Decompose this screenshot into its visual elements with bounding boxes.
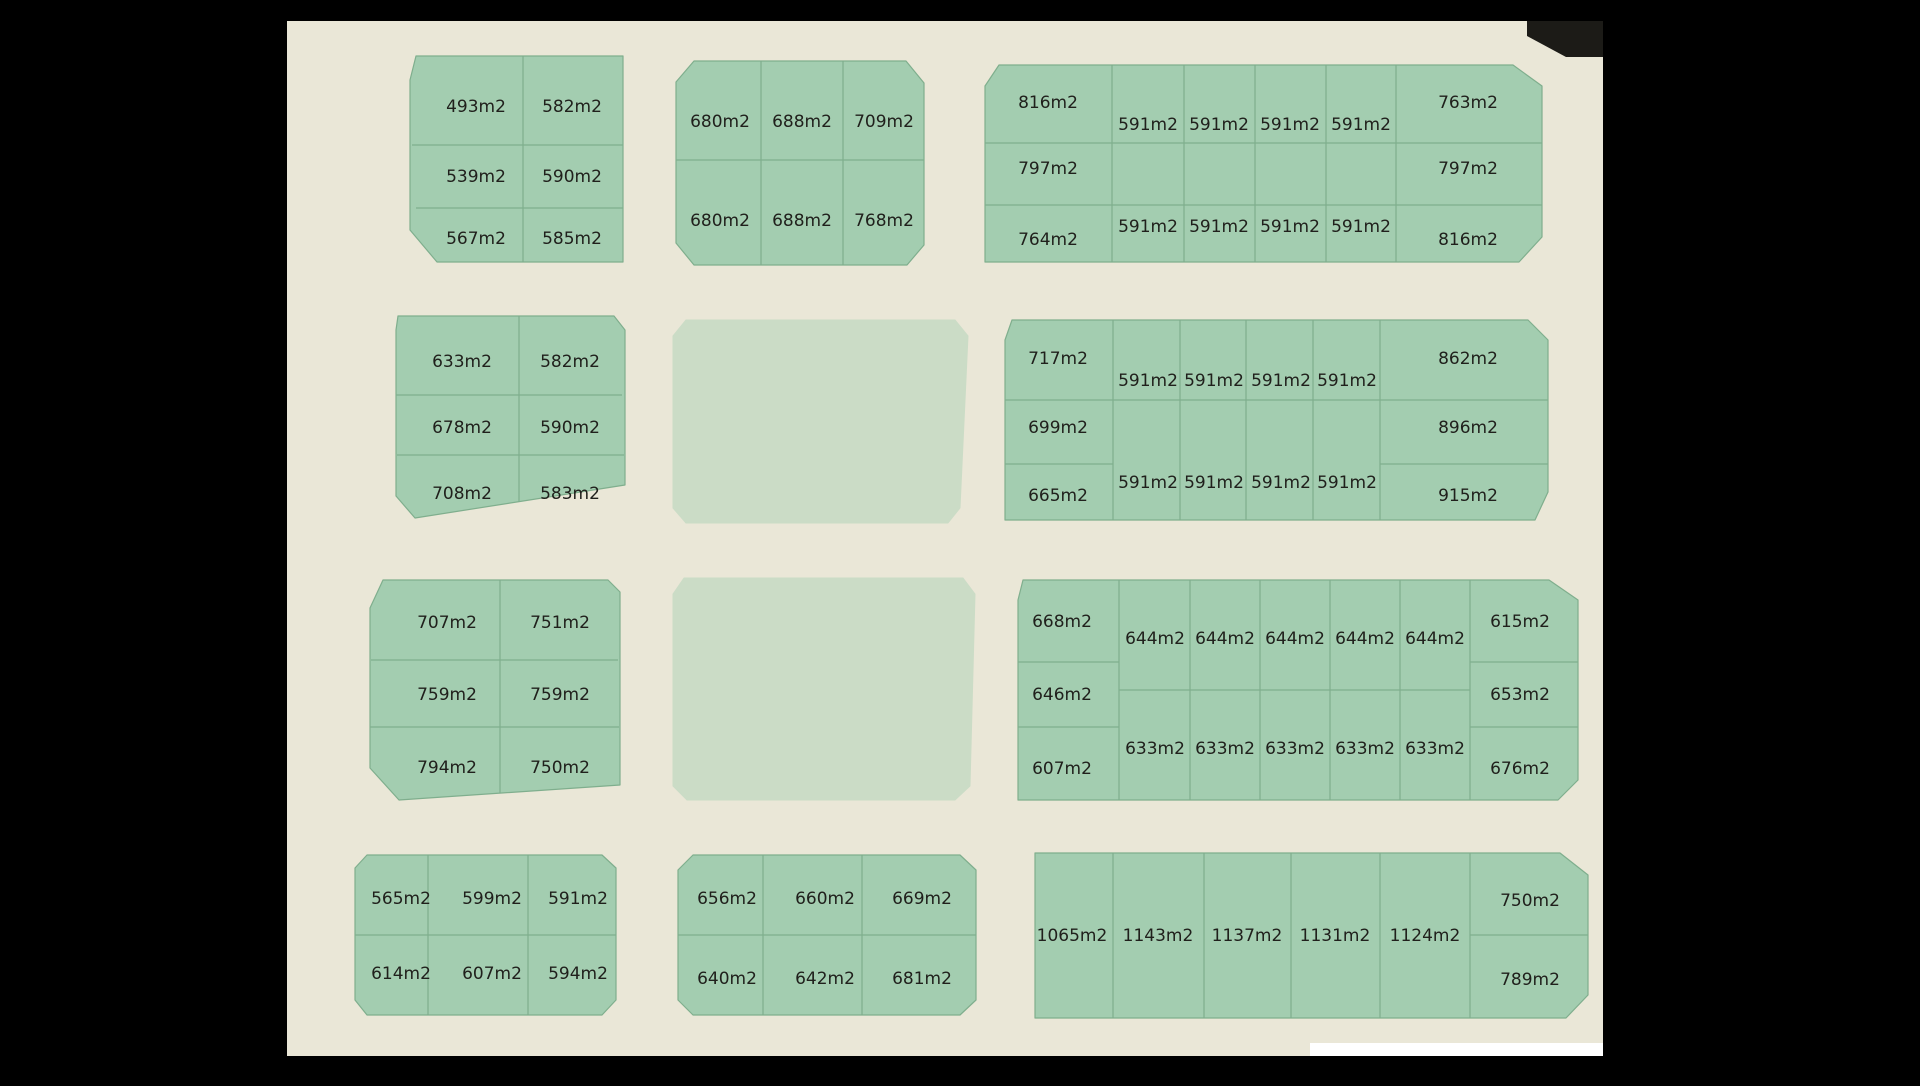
block-outline[interactable] — [675, 60, 925, 266]
top-right-dark-notch — [1527, 21, 1603, 57]
parcel-dividers — [678, 855, 976, 1015]
parcel-dividers — [1018, 580, 1578, 800]
open-space-area[interactable] — [672, 319, 969, 524]
parcel-dividers — [370, 580, 619, 795]
block-outline[interactable] — [1034, 852, 1589, 1019]
parcel-dividers — [396, 316, 624, 508]
bottom-right-white-bar — [1310, 1043, 1603, 1056]
parcel-dividers — [985, 65, 1542, 262]
openspace-row2-middle[interactable] — [672, 319, 969, 524]
block-outline[interactable] — [409, 55, 624, 263]
block-outline[interactable] — [1004, 319, 1549, 521]
open-space-area[interactable] — [672, 577, 976, 801]
parcel-dividers — [1005, 320, 1548, 520]
block-outline[interactable] — [395, 315, 626, 519]
block-outline[interactable] — [369, 579, 621, 801]
block-outline[interactable] — [984, 64, 1543, 263]
parcel-dividers — [355, 855, 616, 1015]
parcel-dividers — [1112, 853, 1588, 1018]
parcel-dividers — [676, 61, 924, 265]
openspace-row3-middle[interactable] — [672, 577, 976, 801]
parcel-dividers — [412, 56, 623, 262]
